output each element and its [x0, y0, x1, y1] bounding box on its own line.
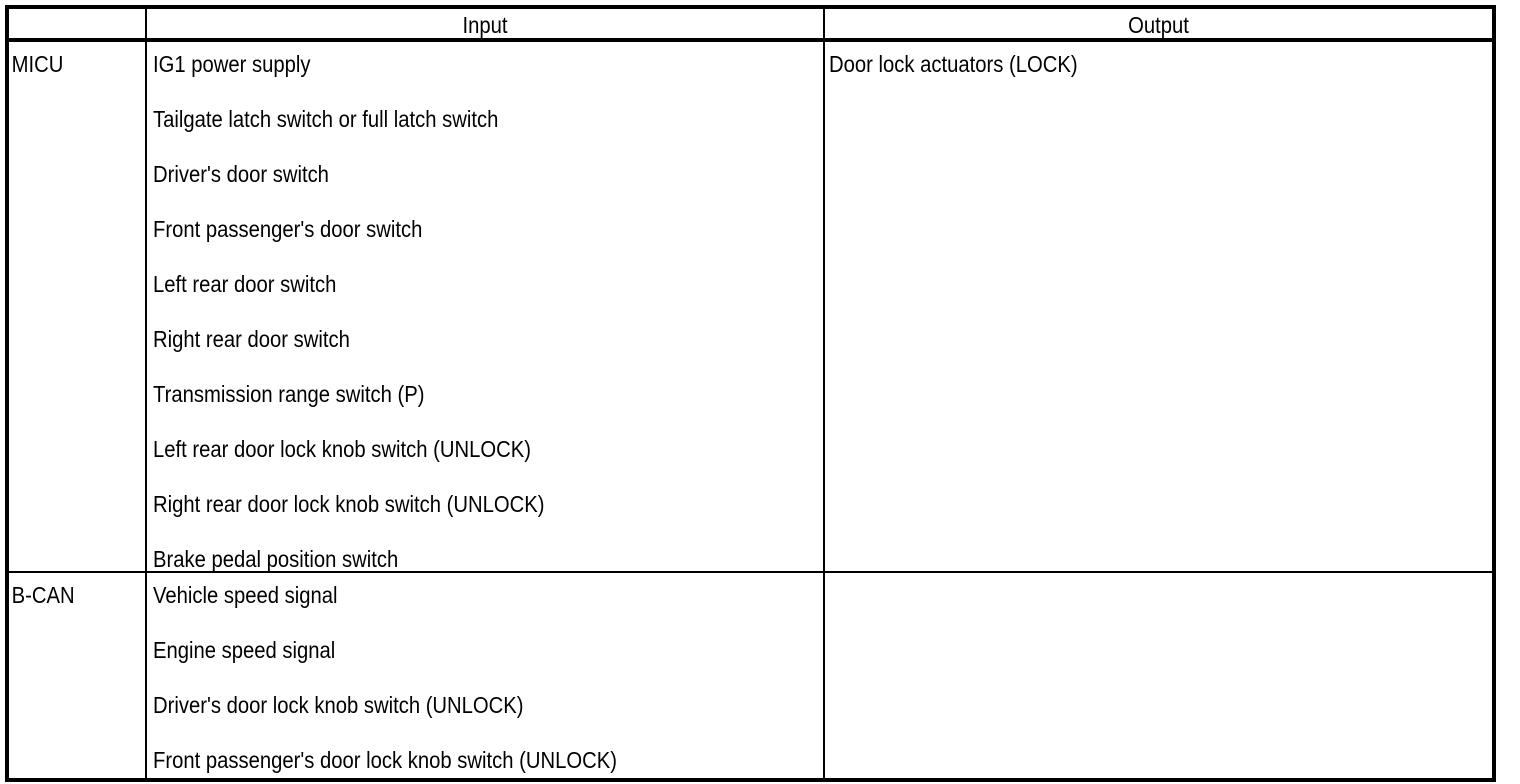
- system-label-micu: MICU: [11, 51, 64, 77]
- cell-outputs-bcan: [823, 573, 1492, 778]
- cell-system-micu: MICU: [9, 42, 145, 571]
- list-item: Right rear door switch: [153, 326, 350, 352]
- list-item: Engine speed signal: [153, 637, 336, 663]
- output-list-bcan: [825, 573, 1492, 584]
- list-item: Transmission range switch (P): [153, 381, 425, 407]
- list-item: Door lock actuators (LOCK): [829, 51, 1078, 77]
- list-item: Front passenger's door switch: [153, 216, 423, 242]
- list-item: Vehicle speed signal: [153, 582, 338, 608]
- header-label-output: Output: [1128, 12, 1189, 38]
- input-list-micu: IG1 power supply Tailgate latch switch o…: [147, 42, 823, 571]
- output-list-micu: Door lock actuators (LOCK): [825, 42, 1492, 76]
- list-item: Tailgate latch switch or full latch swit…: [153, 106, 499, 132]
- list-item: Front passenger's door lock knob switch …: [153, 747, 617, 773]
- cell-inputs-micu: IG1 power supply Tailgate latch switch o…: [145, 42, 823, 571]
- list-item: Brake pedal position switch: [153, 546, 399, 571]
- table-body: MICU IG1 power supply Tailgate latch swi…: [9, 42, 1492, 778]
- cell-inputs-bcan: Vehicle speed signal Engine speed signal…: [145, 573, 823, 778]
- header-cell-input: Input: [145, 9, 823, 38]
- list-item: IG1 power supply: [153, 51, 311, 77]
- list-item: Left rear door switch: [153, 271, 337, 297]
- list-item: Driver's door switch: [153, 161, 329, 187]
- table-row: B-CAN Vehicle speed signal Engine speed …: [9, 573, 1492, 778]
- header-label-input: Input: [462, 12, 508, 38]
- cell-outputs-micu: Door lock actuators (LOCK): [823, 42, 1492, 571]
- input-list-bcan: Vehicle speed signal Engine speed signal…: [147, 573, 823, 772]
- header-cell-system: [9, 9, 145, 38]
- list-item: Driver's door lock knob switch (UNLOCK): [153, 692, 524, 718]
- table-header-row: Input Output: [9, 9, 1492, 42]
- table-row: MICU IG1 power supply Tailgate latch swi…: [9, 42, 1492, 573]
- input-output-table: Input Output MICU IG1 power supply Tailg…: [5, 5, 1496, 782]
- list-item: Left rear door lock knob switch (UNLOCK): [153, 436, 531, 462]
- cell-system-bcan: B-CAN: [9, 573, 145, 778]
- header-cell-output: Output: [823, 9, 1492, 38]
- system-label-bcan: B-CAN: [11, 582, 75, 608]
- list-item: Right rear door lock knob switch (UNLOCK…: [153, 491, 545, 517]
